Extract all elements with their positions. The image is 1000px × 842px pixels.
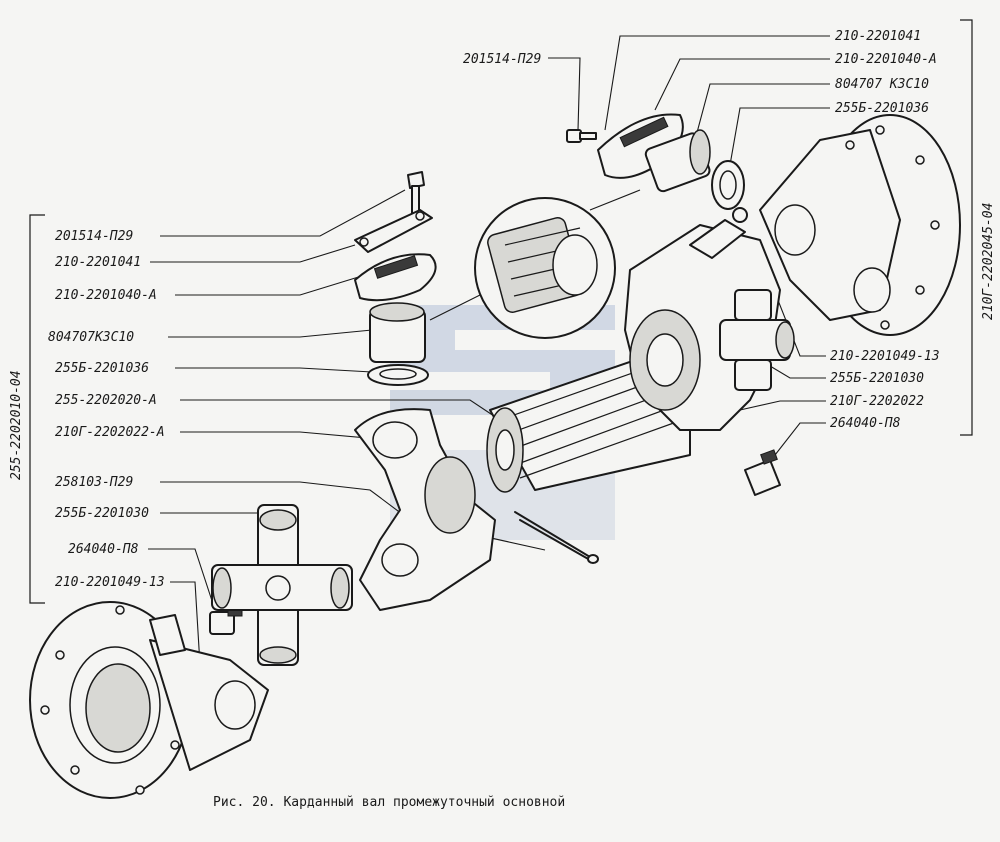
left-group-bracket [29, 214, 45, 604]
grease-fitting-right-part [744, 449, 781, 496]
needle-bearing-right-part [644, 129, 711, 193]
right-top-labels: 210-2201041 210-2201040-А 804707 К3С10 2… [463, 29, 937, 116]
left-group-label: 255-2202010-04 [9, 370, 24, 480]
right-mid-labels: 210-2201049-13 255Б-2201030 210Г-2202022… [830, 349, 940, 431]
label-yoke-right: 210Г-2202022 [830, 394, 924, 409]
label-seal-right: 255Б-2201036 [835, 101, 929, 116]
label-bolt-top: 201514-П29 [463, 52, 541, 67]
left-labels: 201514-П29 210-2201041 210-2201040-А 804… [48, 229, 165, 590]
figure-caption: Рис. 20. Карданный вал промежуточный осн… [213, 795, 565, 810]
label-flange-right: 210-2201049-13 [830, 349, 940, 364]
label-flange-left: 210-2201049-13 [55, 575, 165, 590]
right-group-bracket [960, 19, 973, 436]
label-plate-left: 210-2201041 [55, 255, 141, 270]
label-grease-right: 264040-П8 [830, 416, 901, 431]
right-group-label: 210Г-2202045-04 [981, 203, 996, 320]
label-pin: 258103-П29 [55, 475, 133, 490]
label-bolt-left: 201514-П29 [55, 229, 133, 244]
label-cross-left: 255Б-2201030 [55, 506, 149, 521]
lock-plate-left-part [354, 209, 433, 253]
pin-part [514, 511, 599, 564]
right-top-leader-lines [548, 35, 830, 166]
label-plate-right: 210-2201041 [835, 29, 921, 44]
spider-cross-right-part [719, 289, 795, 391]
seal-right-part [711, 160, 745, 210]
label-seal-left: 255Б-2201036 [55, 361, 149, 376]
bolt-right-part [566, 129, 597, 143]
label-grease-left: 264040-П8 [68, 542, 139, 557]
label-cross-right: 255Б-2201030 [830, 371, 924, 386]
needle-bearing-left-part [369, 302, 426, 363]
label-cover-left: 210-2201040-А [55, 288, 157, 303]
yoke-left-part [354, 408, 496, 611]
bearing-cover-left-part [354, 253, 437, 302]
bolt-left-part [407, 171, 425, 215]
flange-right-part [759, 114, 961, 336]
label-bearing-left: 804707К3С10 [48, 330, 134, 345]
label-shaft: 255-2202020-А [55, 393, 157, 408]
seal-left-part [367, 364, 429, 386]
spider-cross-left-part [211, 504, 353, 666]
bearing-detail-callout [429, 189, 641, 339]
label-bearing-right: 804707 К3С10 [835, 77, 929, 92]
label-cover-right: 210-2201040-А [835, 52, 937, 67]
left-leader-lines [148, 189, 546, 666]
label-yoke-left: 210Г-2202022-А [55, 425, 165, 440]
flange-left-part [29, 601, 269, 799]
